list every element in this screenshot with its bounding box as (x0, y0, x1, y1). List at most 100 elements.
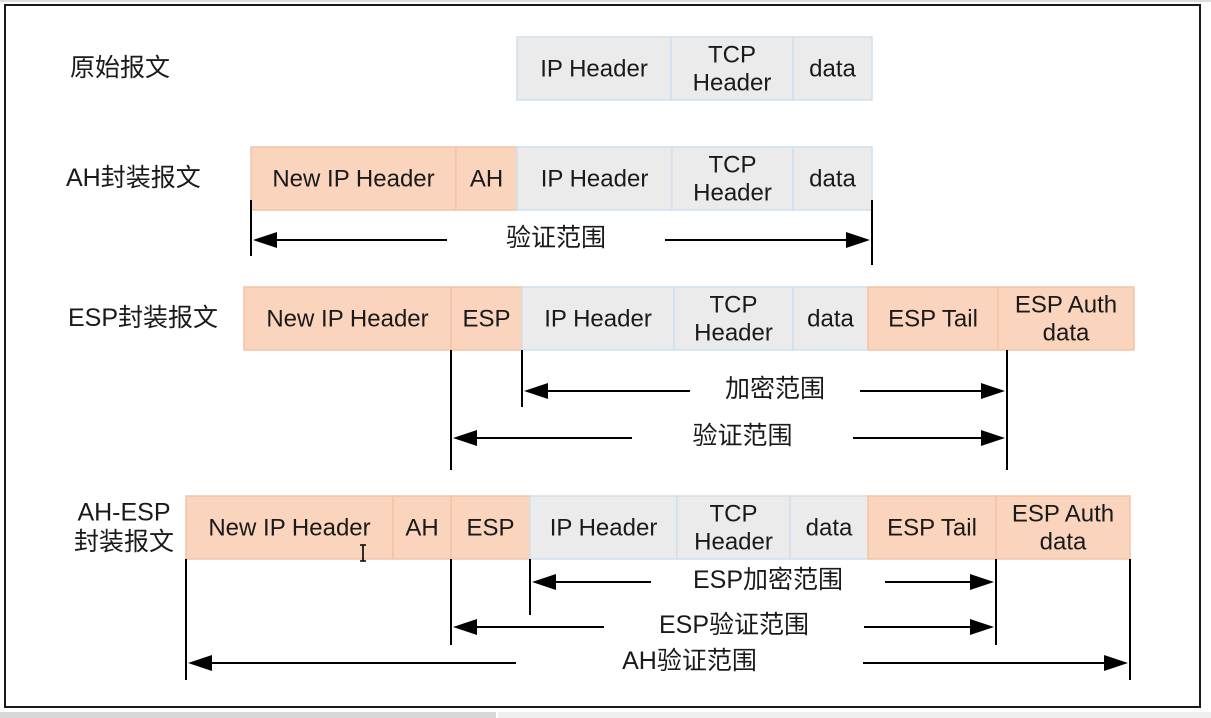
cell-ah-3 (671, 146, 794, 211)
cell-label-ah-esp-2-line: ESP (466, 514, 514, 541)
cell-label-ah-esp-1-line: AH (405, 514, 438, 541)
cell-ah-2 (516, 146, 673, 211)
text-cursor-icon (360, 544, 366, 562)
range-label-ah-esp-0-line: ESP加密范围 (693, 566, 843, 594)
cell-ah-esp-6 (867, 495, 997, 560)
range-arrow-right-esp-1 (981, 430, 1005, 446)
cell-label-ah-esp-3-line: IP Header (550, 514, 658, 541)
cell-label-esp-4: data (807, 305, 854, 332)
cell-esp-3 (673, 286, 794, 351)
cell-original-0 (516, 36, 672, 101)
cell-label-ah-esp-0-line: New IP Header (208, 514, 370, 541)
cell-label-ah-esp-3: IP Header (550, 514, 658, 541)
row-original (516, 36, 873, 101)
range-arrow-right-ah-0 (846, 232, 870, 248)
cell-label-original-2-line: data (809, 55, 856, 82)
range-label-ah-0: 验证范围 (506, 224, 606, 252)
range-label-ah-esp-1-line: ESP验证范围 (659, 611, 809, 639)
range-arrow-right-esp-0 (981, 383, 1005, 399)
row-label-esp: ESP封装报文 (68, 304, 218, 332)
cell-label-ah-esp-5: data (806, 514, 853, 541)
cell-ah-0 (250, 146, 457, 211)
cell-esp-4 (792, 286, 869, 351)
window-top-edge (0, 0, 1211, 2)
cell-label-ah-esp-6: ESP Tail (887, 514, 977, 541)
row-label-ah-esp-line: 封装报文 (74, 528, 174, 556)
cell-label-ah-esp-2: ESP (466, 514, 514, 541)
cell-label-ah-1: AH (470, 165, 503, 192)
cell-label-ah-3-line: TCP (709, 151, 757, 178)
cell-label-original-0: IP Header (540, 55, 648, 82)
range-arrow-right-ah-esp-0 (970, 574, 994, 590)
row-ah (250, 146, 873, 211)
cell-label-original-1-line: Header (693, 69, 772, 96)
cell-label-esp-2: IP Header (544, 305, 652, 332)
cell-ah-esp-5 (789, 495, 869, 560)
range-label-esp-0: 加密范围 (725, 375, 825, 403)
row-label-original: 原始报文 (70, 54, 170, 82)
range-arrow-right-ah-esp-2 (1104, 655, 1128, 671)
taskbar-strip-right (498, 712, 1211, 718)
range-label-ah-esp-0: ESP加密范围 (693, 566, 843, 594)
cell-ah-esp-0 (185, 495, 394, 560)
cell-label-ah-2-line: IP Header (541, 165, 649, 192)
cell-original-2 (792, 36, 873, 101)
cell-label-esp-3-line: TCP (710, 291, 758, 318)
cell-label-ah-0: New IP Header (272, 165, 434, 192)
cell-label-esp-4-line: data (807, 305, 854, 332)
cell-label-ah-1-line: AH (470, 165, 503, 192)
cell-label-ah-4: data (809, 165, 856, 192)
cell-esp-5 (867, 286, 999, 351)
cell-label-esp-1: ESP (462, 305, 510, 332)
range-label-ah-esp-2-line: AH验证范围 (622, 647, 757, 675)
cell-label-esp-0-line: New IP Header (266, 305, 428, 332)
cell-ah-4 (792, 146, 873, 211)
cell-ah-esp-3 (529, 495, 678, 560)
range-label-esp-0-line: 加密范围 (725, 375, 825, 403)
cell-label-ah-esp-5-line: data (806, 514, 853, 541)
cell-label-esp-6-line: ESP Auth (1015, 291, 1117, 318)
cell-ah-esp-2 (450, 495, 531, 560)
cell-label-ah-esp-4-line: Header (694, 528, 773, 555)
cell-label-ah-esp-6-line: ESP Tail (887, 514, 977, 541)
cell-ah-esp-4 (676, 495, 791, 560)
cell-label-ah-0-line: New IP Header (272, 165, 434, 192)
row-label-original-line: 原始报文 (70, 54, 170, 82)
cell-label-original-0-line: IP Header (540, 55, 648, 82)
cell-label-ah-esp-7-line: data (1040, 528, 1087, 555)
cell-label-esp-5: ESP Tail (888, 305, 978, 332)
cell-label-esp-3-line: Header (694, 319, 773, 346)
range-arrow-left-ah-esp-1 (453, 619, 477, 635)
range-arrow-left-ah-0 (253, 232, 277, 248)
row-label-ah: AH封装报文 (66, 164, 201, 192)
cell-esp-6 (997, 286, 1135, 351)
range-label-ah-esp-2: AH验证范围 (622, 647, 757, 675)
row-label-esp-line: ESP封装报文 (68, 304, 218, 332)
cell-label-ah-esp-1: AH (405, 514, 438, 541)
cell-label-esp-1-line: ESP (462, 305, 510, 332)
range-arrow-left-esp-1 (453, 430, 477, 446)
range-arrow-left-esp-0 (524, 383, 548, 399)
row-ah-esp (185, 495, 1131, 560)
cell-label-esp-5-line: ESP Tail (888, 305, 978, 332)
range-arrow-left-ah-esp-0 (532, 574, 556, 590)
cell-label-ah-3-line: Header (693, 179, 772, 206)
cell-label-ah-2: IP Header (541, 165, 649, 192)
range-label-esp-1: 验证范围 (692, 422, 792, 450)
range-label-ah-esp-1: ESP验证范围 (659, 611, 809, 639)
range-arrow-right-ah-esp-1 (970, 619, 994, 635)
cell-esp-2 (521, 286, 675, 351)
cell-label-ah-esp-4-line: TCP (710, 500, 758, 527)
cell-ah-esp-1 (392, 495, 452, 560)
diagram-frame (4, 4, 1201, 708)
cell-label-esp-0: New IP Header (266, 305, 428, 332)
cell-label-original-2: data (809, 55, 856, 82)
